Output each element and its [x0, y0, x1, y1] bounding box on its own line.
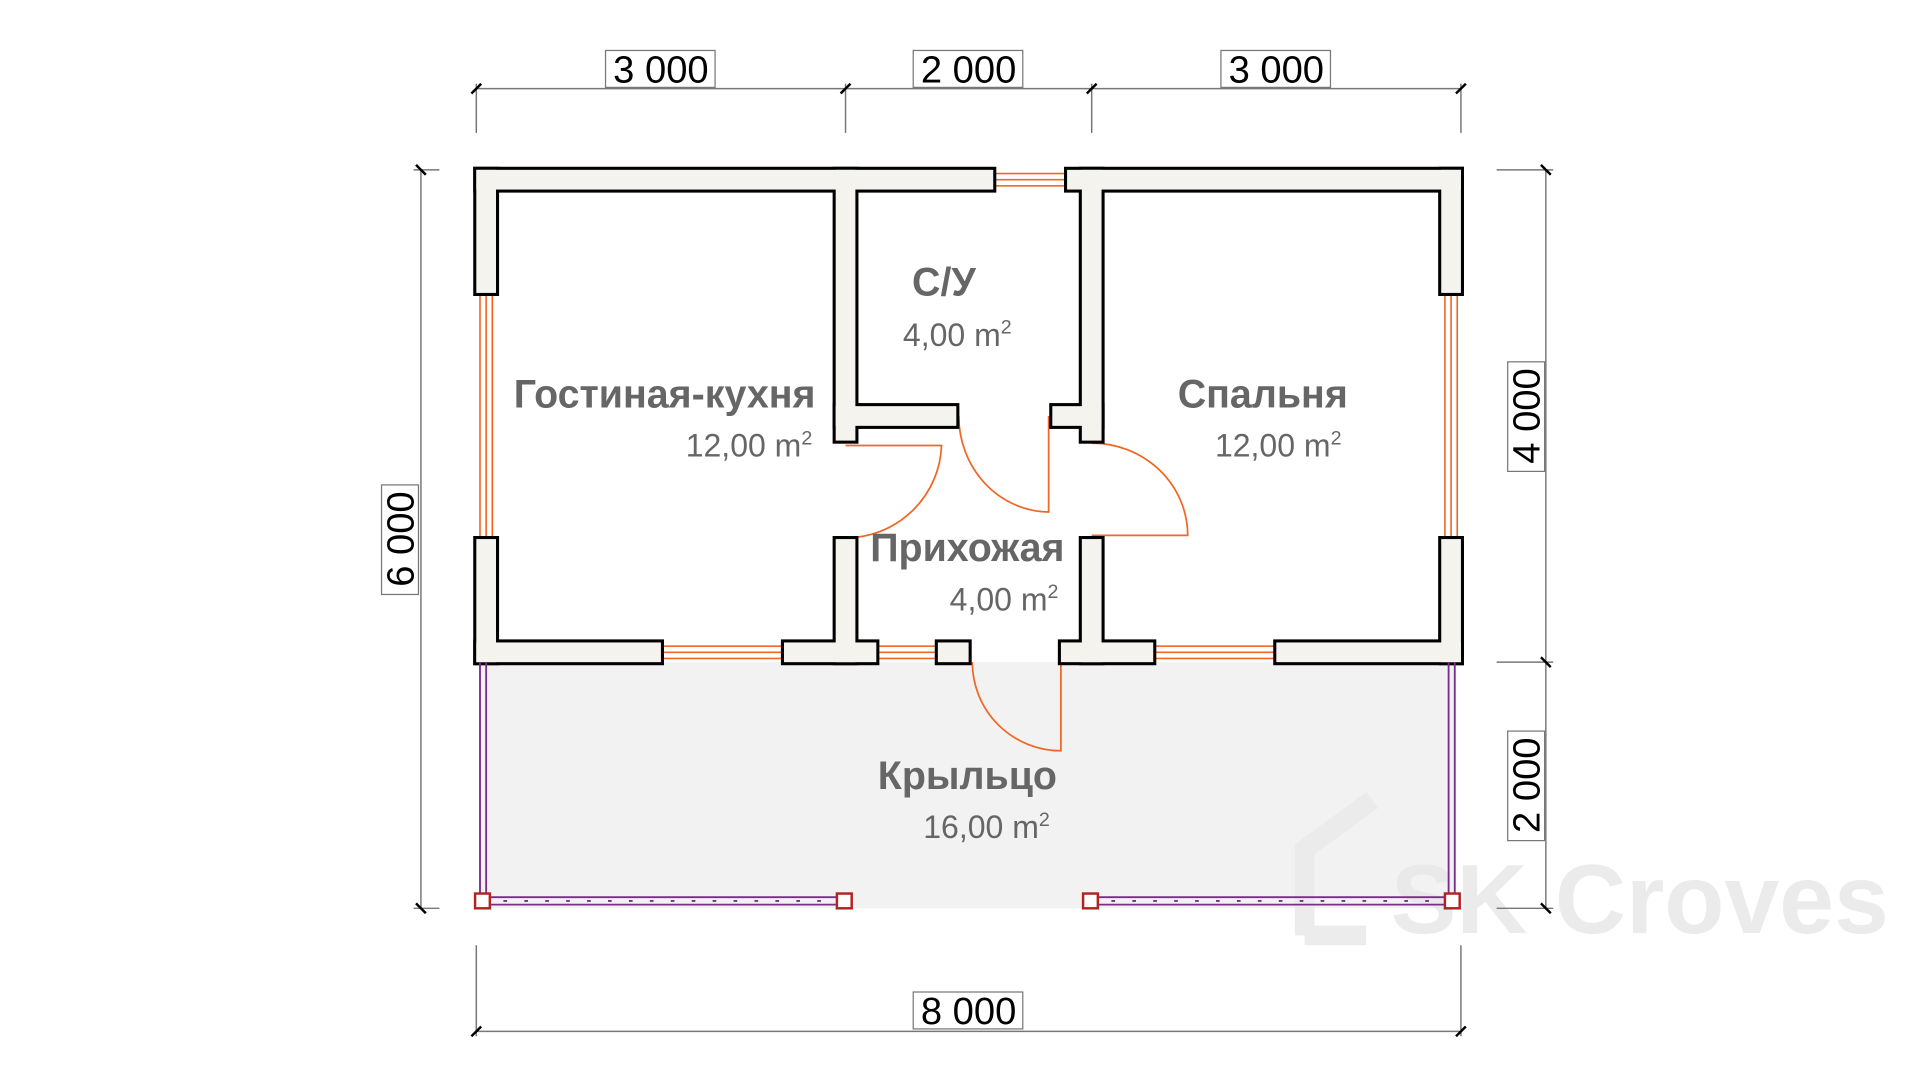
- dim-text: 2 000: [921, 48, 1016, 91]
- dim-label-top-2: 2 000: [912, 48, 1024, 91]
- wall-segment: [784, 642, 877, 663]
- dim-label-right-1: 4 000: [1506, 361, 1549, 472]
- dim-text: 2 000: [1506, 738, 1549, 833]
- porch-posts: [473, 892, 1461, 910]
- dim-label-top-3: 3 000: [1220, 48, 1332, 91]
- wall-segment: [835, 406, 957, 426]
- unit-sup: 2: [801, 427, 812, 449]
- room-area: 12,00 m: [1215, 428, 1331, 464]
- wall-segment: [476, 642, 661, 663]
- room-hallway: Прихожая 4,00 m2: [870, 526, 1064, 617]
- unit-sup: 2: [1048, 581, 1059, 603]
- wall-segment: [476, 169, 496, 293]
- porch-railing: [479, 662, 1456, 906]
- doors: [845, 415, 1189, 752]
- unit-sup: 2: [1331, 427, 1342, 449]
- wall-segment: [1276, 642, 1461, 663]
- svg-text:16,00 m2: 16,00 m2: [923, 809, 1050, 845]
- wall-segment: [1441, 169, 1461, 293]
- dim-label-top-1: 3 000: [604, 48, 716, 91]
- wall-segment: [937, 642, 969, 663]
- dim-text: 3 000: [613, 48, 708, 91]
- porch-floor: [480, 662, 1455, 909]
- wall-segment: [1052, 406, 1102, 426]
- svg-text:4,00 m2: 4,00 m2: [903, 317, 1012, 353]
- unit-sup: 2: [1039, 809, 1050, 831]
- watermark-logo: SK Croves: [1294, 792, 1889, 954]
- room-name: Крыльцо: [878, 754, 1057, 798]
- svg-text:12,00 m2: 12,00 m2: [1215, 427, 1342, 463]
- wall-segment: [1067, 169, 1461, 190]
- wall-segment: [1081, 539, 1102, 663]
- wall-segment: [835, 169, 856, 441]
- wall-segment: [1060, 642, 1154, 663]
- wall-segment: [476, 539, 496, 663]
- room-bedroom: Спальня 12,00 m2: [1178, 372, 1348, 463]
- unit-sup: 2: [1001, 317, 1012, 339]
- walls: [476, 169, 1461, 663]
- dimension-lines: [413, 83, 1554, 1037]
- room-living-kitchen: Гостиная-кухня 12,00 m2: [514, 372, 816, 463]
- dim-text: 4 000: [1506, 368, 1549, 463]
- room-name: Спальня: [1178, 372, 1348, 416]
- dim-label-left: 6 000: [380, 484, 423, 596]
- room-area: 12,00 m: [686, 428, 802, 464]
- dim-label-bottom: 8 000: [912, 990, 1024, 1033]
- room-area: 4,00 m: [903, 317, 1001, 353]
- svg-text:12,00 m2: 12,00 m2: [686, 427, 813, 463]
- room-name: Прихожая: [870, 526, 1064, 570]
- room-name: Гостиная-кухня: [514, 372, 816, 416]
- dim-text: 3 000: [1229, 48, 1324, 91]
- room-name: С/У: [912, 260, 976, 304]
- room-area: 16,00 m: [923, 809, 1039, 845]
- wall-segment: [835, 539, 856, 663]
- room-bathroom: С/У 4,00 m2: [903, 260, 1012, 352]
- dim-text: 6 000: [380, 491, 423, 586]
- wall-segment: [1081, 169, 1102, 441]
- watermark-text: SK Croves: [1391, 844, 1889, 954]
- room-area: 4,00 m: [950, 581, 1048, 617]
- svg-text:4,00 m2: 4,00 m2: [950, 581, 1059, 617]
- dim-text: 8 000: [921, 990, 1016, 1033]
- wall-segment: [1441, 539, 1461, 663]
- room-porch: Крыльцо 16,00 m2: [878, 754, 1057, 845]
- wall-segment: [476, 169, 994, 190]
- dim-label-right-2: 2 000: [1506, 730, 1549, 842]
- dimension-ticks: [415, 82, 1552, 1038]
